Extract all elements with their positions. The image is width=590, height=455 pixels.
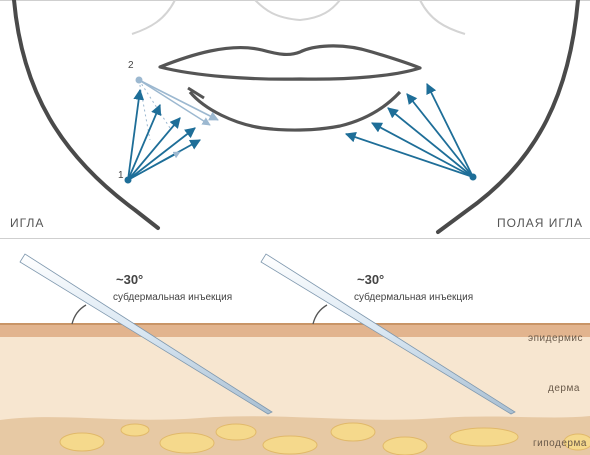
fat-cells	[59, 422, 590, 455]
skin-cross-section	[0, 238, 590, 455]
angle-label-right: ~30°	[357, 272, 384, 287]
angle-arc-left	[71, 304, 87, 325]
label-point-1: 1	[118, 170, 124, 181]
jaw-left-outline	[12, 0, 160, 230]
upper-lip-outline	[158, 44, 422, 81]
point-2-dot	[135, 76, 143, 84]
angle-label-left: ~30°	[116, 272, 143, 287]
needle-left	[19, 253, 273, 415]
needle-right	[260, 253, 516, 415]
injection-label-right: субдермальная инъекция	[354, 292, 474, 303]
hypodermis-layer	[0, 416, 590, 455]
jaw-right-outline	[436, 0, 580, 234]
cannula-entry-dot	[469, 173, 477, 181]
angle-value-right: ~30°	[357, 272, 385, 287]
needle-fan-arrows	[124, 76, 219, 184]
face-illustration	[0, 0, 590, 234]
label-needle: ИГЛА	[10, 216, 45, 230]
cannula-fan-arrows	[344, 83, 477, 181]
point-1-dot	[124, 176, 132, 184]
label-epidermis: эпидермис	[528, 333, 584, 344]
angle-value-left: ~30°	[116, 272, 144, 287]
injection-label-left: субдермальная инъекция	[113, 292, 233, 303]
epidermis-layer	[0, 324, 590, 337]
label-cannula: ПОЛАЯ ИГЛА	[497, 216, 584, 230]
label-point-2: 2	[128, 60, 134, 71]
angle-arc-right	[312, 304, 328, 325]
top-panel-divider	[0, 238, 590, 239]
mouth-corner-left	[187, 86, 205, 100]
label-dermis: дерма	[548, 383, 580, 394]
nose-left-outline	[131, 0, 176, 35]
nose-right-outline	[419, 0, 466, 35]
label-hypodermis: гиподерма	[533, 438, 587, 449]
lower-lip-outline	[188, 90, 402, 132]
nose-center-outline	[254, 0, 341, 22]
